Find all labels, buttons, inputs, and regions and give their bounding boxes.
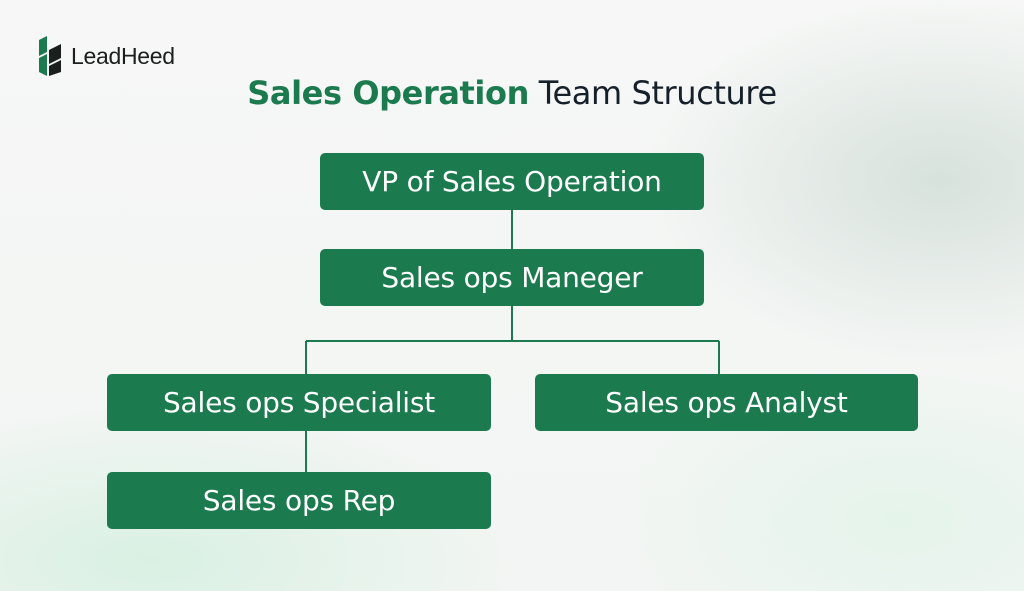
title-accent: Sales Operation xyxy=(247,74,529,112)
node-sales-ops-manager: Sales ops Maneger xyxy=(320,249,704,306)
node-sales-ops-specialist: Sales ops Specialist xyxy=(107,374,491,431)
node-sales-ops-rep: Sales ops Rep xyxy=(107,472,491,529)
node-sales-ops-analyst: Sales ops Analyst xyxy=(535,374,918,431)
node-label: Sales ops Rep xyxy=(202,484,396,517)
node-vp-sales-operation: VP of Sales Operation xyxy=(320,153,704,210)
title-rest: Team Structure xyxy=(528,74,777,112)
brand-logo: LeadHeed xyxy=(37,36,175,76)
leadheed-logo-icon xyxy=(39,36,61,76)
diagram-title: Sales Operation Team Structure xyxy=(0,74,1024,112)
node-label: Sales ops Maneger xyxy=(381,261,643,294)
brand-name: LeadHeed xyxy=(71,43,175,70)
node-label: Sales ops Analyst xyxy=(605,386,848,419)
brand-name-part2: Heed xyxy=(120,42,175,69)
brand-name-part1: Lead xyxy=(71,42,121,69)
node-label: VP of Sales Operation xyxy=(362,165,662,198)
node-label: Sales ops Specialist xyxy=(162,386,436,419)
